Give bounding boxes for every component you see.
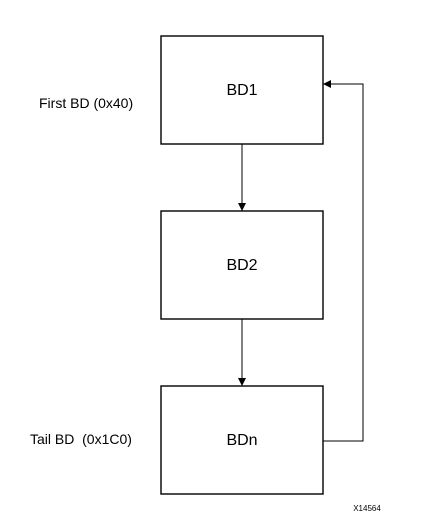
- block-bd2: [160, 210, 324, 320]
- block-bd1: [160, 35, 324, 145]
- tail-bd-label: Tail BD (0x1C0): [30, 431, 132, 447]
- block-bd1-label: BD1: [226, 82, 257, 99]
- first-bd-label: First BD (0x40): [39, 95, 133, 111]
- arrow-bdn-to-bd1-loop: [323, 80, 364, 442]
- figure-id: X14564: [353, 504, 381, 513]
- block-bd2-label: BD2: [226, 257, 257, 274]
- block-bdn-label: BDn: [226, 432, 257, 449]
